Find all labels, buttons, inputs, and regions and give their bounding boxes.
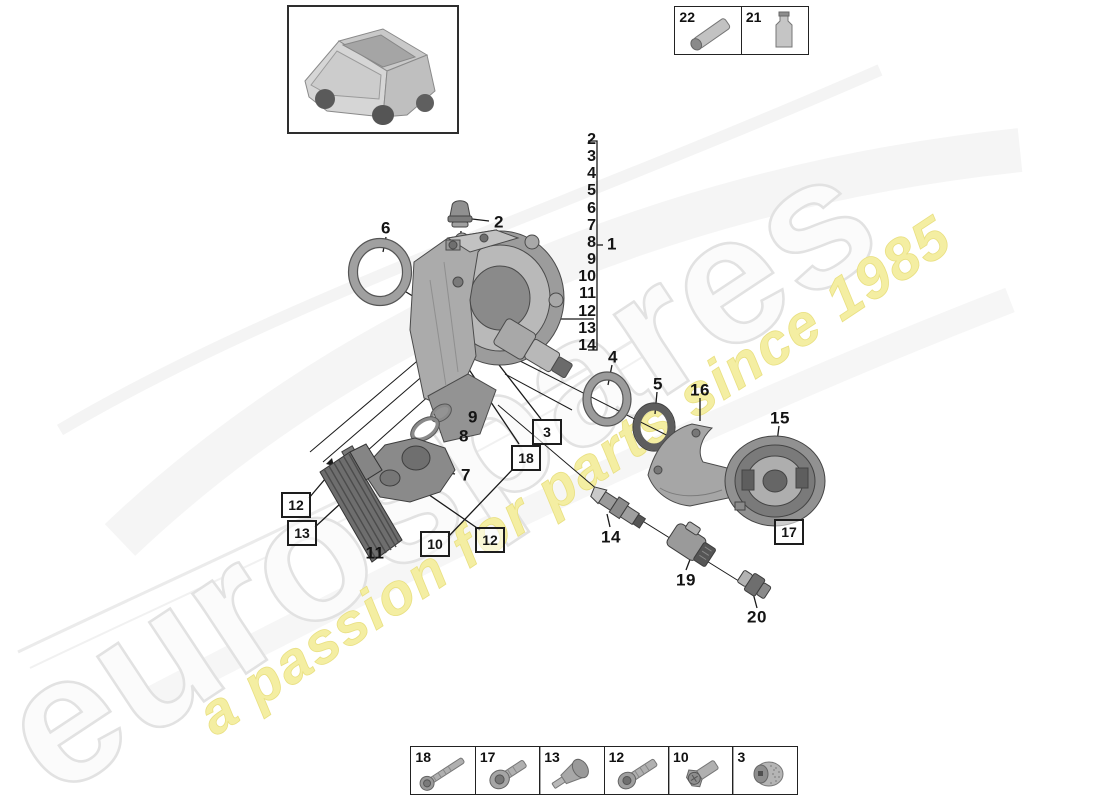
sensor-14-drawing <box>590 486 647 529</box>
part-number-label: 10 <box>673 749 689 765</box>
fastener-cell-10: 10 <box>668 746 735 795</box>
callout-14: 14 <box>601 527 621 547</box>
callout-20: 20 <box>747 607 767 627</box>
callout-2: 2 <box>494 212 504 232</box>
ref-item: 5 <box>587 182 596 200</box>
seal-ring-6-drawing <box>347 237 413 307</box>
o-ring-8-drawing <box>410 416 440 442</box>
part-number-label: 3 <box>737 749 746 765</box>
cayenne-icon <box>304 28 436 125</box>
ref-item: 13 <box>578 319 596 337</box>
callout-4: 4 <box>608 347 618 367</box>
boxed-callout-13: 13 <box>287 520 317 546</box>
transfer-case-drawing <box>409 229 573 443</box>
fastener-cell-12: 12 <box>603 746 670 795</box>
drum-15-drawing <box>724 435 826 527</box>
part-number-label: 13 <box>544 749 560 765</box>
callout-5: 5 <box>653 374 663 394</box>
boxed-callout-10: 10 <box>420 531 450 557</box>
grease-tube-icon <box>690 18 731 51</box>
long-bolt-icon <box>419 757 465 791</box>
consumable-cell-21: 21 <box>740 6 809 55</box>
ref-item: 8 <box>587 233 596 251</box>
ref-item: 7 <box>587 216 596 234</box>
boxed-callout-18: 18 <box>511 445 541 471</box>
ref-item: 3 <box>587 148 596 166</box>
fastener-cell-3: 3 <box>732 746 799 795</box>
boxed-callout-17: 17 <box>774 519 804 545</box>
fastener-strip: 18 17 <box>410 746 799 795</box>
part-number-label: 12 <box>608 749 625 765</box>
ref-item: 11 <box>579 285 596 303</box>
seal-4-drawing <box>582 371 632 427</box>
boxed-callout-12a: 12 <box>281 492 311 518</box>
ref-item: 2 <box>587 131 596 148</box>
boxed-callout-3: 3 <box>532 419 562 445</box>
seal-5-drawing <box>632 402 676 452</box>
part-number-label: 22 <box>679 9 695 25</box>
callout-11: 11 <box>365 543 385 563</box>
flanged-screw-icon <box>686 760 719 788</box>
cap-screw-icon <box>489 760 527 790</box>
part-number-label: 18 <box>415 749 431 765</box>
connector-19-drawing <box>666 521 716 567</box>
callout-15: 15 <box>770 408 790 428</box>
callout-1: 1 <box>607 234 617 254</box>
fastener-cell-17: 17 <box>474 746 541 795</box>
ref-item: 14 <box>578 336 596 354</box>
bracket-16-drawing <box>647 423 741 507</box>
cover-11-drawing <box>319 443 403 563</box>
fastener-cell-13: 13 <box>539 746 606 795</box>
callout-16: 16 <box>690 380 710 400</box>
socket-bolt-icon <box>617 758 657 790</box>
actuator-7-drawing <box>326 437 456 503</box>
breather-plug-icon <box>552 758 590 789</box>
callout-7: 7 <box>461 465 471 485</box>
plug-2-drawing <box>447 200 473 228</box>
fastener-cell-18: 18 <box>410 746 477 795</box>
callout-9: 9 <box>468 407 478 427</box>
ref-item: 12 <box>578 302 596 320</box>
ref-item: 10 <box>578 268 596 286</box>
callout-19: 19 <box>676 570 696 590</box>
part-number-label: 21 <box>745 9 762 25</box>
part-number-label: 17 <box>479 749 496 765</box>
oil-bottle-icon <box>775 11 793 48</box>
consumable-cell-22: 22 <box>674 6 743 55</box>
callout-6: 6 <box>381 218 391 238</box>
ref-item: 6 <box>587 199 596 217</box>
ref-item: 4 <box>587 165 596 183</box>
plug-20-drawing <box>737 570 772 599</box>
callout-8: 8 <box>459 426 469 446</box>
boxed-callout-12b: 12 <box>475 527 505 553</box>
knurled-nut-icon <box>753 761 784 787</box>
ref-item: 9 <box>587 251 596 269</box>
vehicle-thumbnail-box <box>287 5 459 134</box>
assembly-items-column: 2 3 4 5 6 7 8 9 10 11 12 13 14 <box>564 132 596 354</box>
consumables-strip: 22 21 <box>674 6 809 55</box>
